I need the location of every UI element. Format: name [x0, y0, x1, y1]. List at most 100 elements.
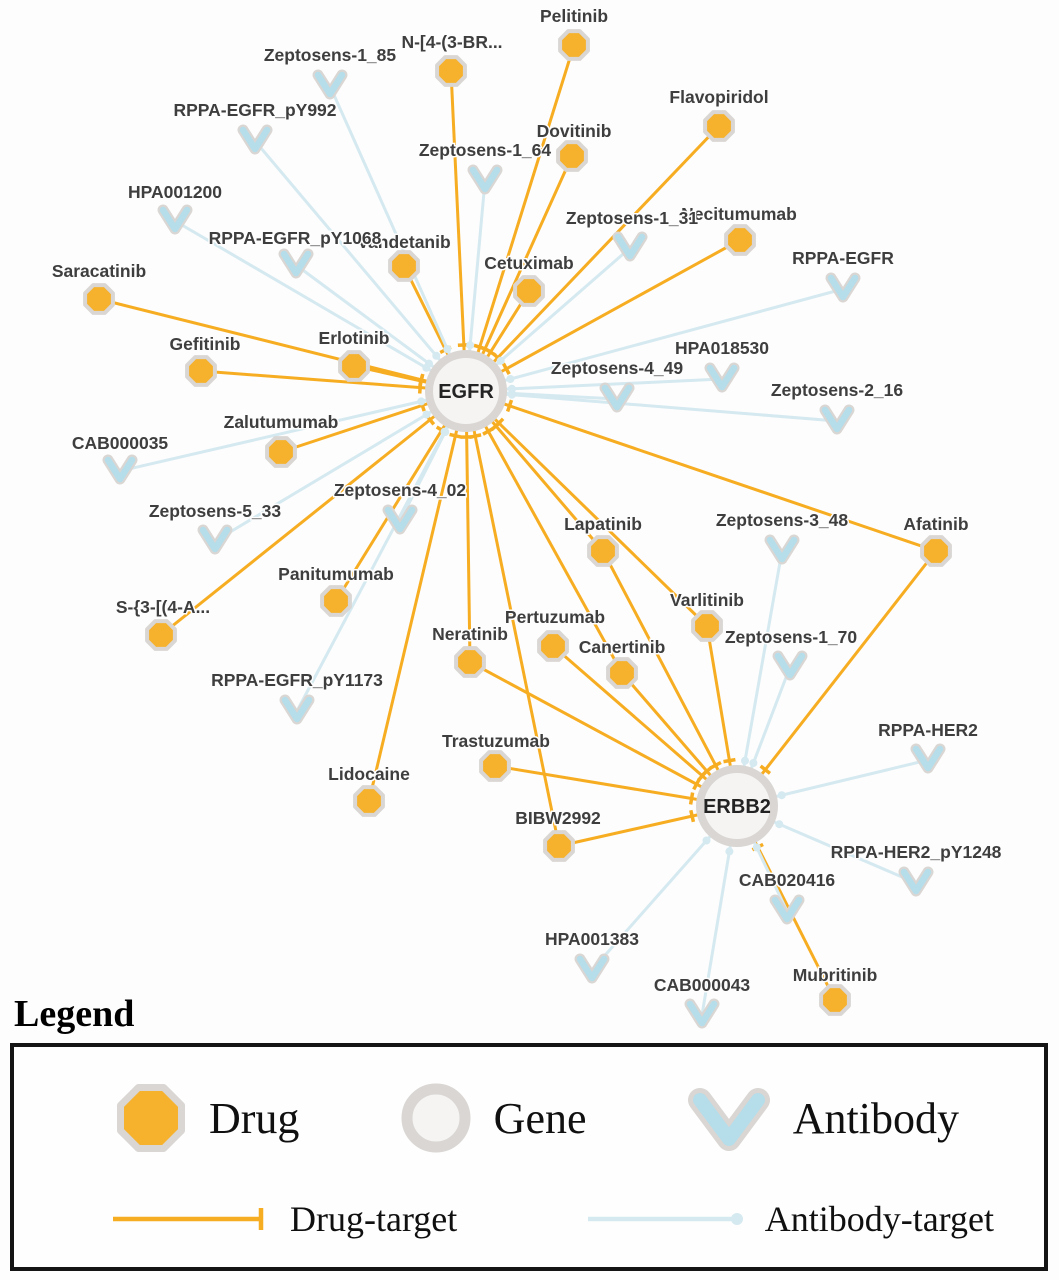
inhibition-tee [697, 770, 708, 782]
antibody-edge-dot [443, 345, 452, 353]
antibody-edge-dot [432, 351, 441, 360]
drug-node-BIBW2992[interactable] [543, 830, 575, 862]
drug-node-Dovitinib[interactable] [556, 140, 588, 172]
antibody-node-HPA001383[interactable] [574, 953, 610, 984]
legend-box: Drug Gene Antibody [10, 1043, 1048, 1271]
drug-node-label-Lapatinib: Lapatinib [564, 514, 642, 534]
antibody-node-CAB000035[interactable] [102, 454, 138, 485]
drug-node-Cetuximab[interactable] [513, 275, 545, 307]
antibody-node-HPA001200[interactable] [157, 204, 193, 235]
antibody-node-Zeptosens-2_16[interactable] [819, 404, 855, 435]
inhibition-tee [709, 760, 722, 770]
antibody-chevron [706, 364, 738, 391]
antibody-edge-dot [440, 427, 449, 436]
antibody-node-label-RPPA-HER2_pY1248: RPPA-HER2_pY1248 [831, 842, 1002, 862]
legend-drug-label: Drug [209, 1093, 300, 1143]
antibody-chevron [601, 384, 633, 411]
drug-node-Varlitinib[interactable] [691, 610, 723, 642]
legend-title: Legend [14, 993, 135, 1035]
drug-node-Pertuzumab[interactable] [537, 630, 569, 662]
drug-node-label-Pelitinib: Pelitinib [540, 6, 608, 26]
antibody-node-RPPA-HER2_pY1248[interactable] [898, 866, 934, 897]
antibody-target-line-icon [587, 1213, 743, 1225]
drug-node-Canertinib[interactable] [606, 657, 638, 689]
antibody-edge-dot [496, 356, 505, 365]
antibody-node-RPPA-EGFR_pY992[interactable] [237, 124, 273, 155]
inhibition-tee [418, 374, 425, 388]
antibody-node-label-HPA018530: HPA018530 [675, 338, 769, 358]
legend-node-row: Drug Gene Antibody [14, 1047, 1044, 1179]
antibody-node-RPPA-EGFR_pY1068[interactable] [278, 248, 314, 279]
antibody-edge-dot [466, 341, 475, 350]
drug-node-label-Saracatinib: Saracatinib [52, 261, 146, 281]
drug-node-label-NBR: N-[4-(3-BR... [401, 32, 502, 52]
drug-target-edge-EGFR-S3A [160, 389, 467, 637]
gene-node-ERBB2[interactable] [696, 765, 778, 847]
drug-node-Lapatinib[interactable] [587, 535, 619, 567]
drug-node-Flavopiridol[interactable] [703, 110, 735, 142]
drug-node-NBR[interactable] [435, 55, 467, 87]
antibody-edge-dot [417, 397, 426, 406]
drug-node-Afatinib[interactable] [920, 535, 952, 567]
drug-node-label-Canertinib: Canertinib [579, 637, 666, 657]
antibody-node-Zeptosens-1_31[interactable] [612, 231, 648, 262]
drug-target-edge-EGFR-Afatinib [465, 389, 937, 553]
legend-antibody-label: Antibody [792, 1093, 959, 1143]
antibody-node-Zeptosens-4_02[interactable] [382, 504, 418, 535]
antibody-edge-dot [741, 756, 749, 765]
drug-node-Saracatinib[interactable] [83, 283, 115, 315]
drug-target-edge-EGFR-Lidocaine [367, 390, 468, 802]
inhibition-tee [688, 792, 695, 805]
drug-node-label-Lidocaine: Lidocaine [328, 764, 410, 784]
antibody-node-Zeptosens-1_85[interactable] [312, 69, 348, 100]
legend-gene-label: Gene [493, 1093, 587, 1143]
drug-node-Pelitinib[interactable] [558, 29, 590, 61]
antibody-chevron [239, 126, 271, 153]
drug-node-Neratinib[interactable] [454, 646, 486, 678]
drug-target-edge-EGFR-Necitumumab [465, 238, 741, 393]
antibody-node-label-RPPA-EGFR_pY1068: RPPA-EGFR_pY1068 [209, 228, 382, 248]
antibody-node-Zeptosens-5_33[interactable] [197, 524, 233, 555]
drug-node-S3A[interactable] [145, 619, 177, 651]
antibody-edge-dot [507, 390, 516, 399]
antibody-node-RPPA-EGFR_pY1173[interactable] [279, 694, 315, 725]
drug-target-edge-EGFR-Dovitinib [464, 155, 574, 392]
drug-node-Necitumumab[interactable] [724, 224, 756, 256]
antibody-node-RPPA-HER2[interactable] [910, 743, 946, 774]
antibody-node-HPA018530[interactable] [704, 362, 740, 393]
inhibition-tee [482, 426, 495, 436]
antibody-node-label-Zeptosens-5_33: Zeptosens-5_33 [149, 501, 282, 521]
antibody-node-RPPA-EGFR[interactable] [825, 272, 861, 303]
antibody-node-CAB020416[interactable] [769, 894, 805, 925]
antibody-chevron [469, 166, 501, 193]
antibody-node-Zeptosens-4_49[interactable] [599, 382, 635, 413]
drug-node-Gefitinib[interactable] [185, 355, 217, 387]
drug-node-Lidocaine[interactable] [353, 785, 385, 817]
legend-item-antibody: Antibody [681, 1076, 959, 1160]
antibody-chevron [771, 896, 803, 923]
drug-target-edge-EGFR-BIBW2992 [464, 390, 561, 847]
drug-node-Erlotinib[interactable] [338, 350, 370, 382]
antibody-node-CAB000043[interactable] [684, 998, 720, 1029]
legend-item-gene: Gene [394, 1076, 587, 1160]
drug-node-label-Neratinib: Neratinib [432, 624, 508, 644]
drug-node-Vandetanib[interactable] [388, 250, 420, 282]
gene-node-EGFR[interactable] [425, 350, 507, 432]
antibody-node-Zeptosens-1_70[interactable] [772, 650, 808, 681]
drug-node-Mubritinib[interactable] [819, 984, 851, 1016]
drug-node-Panitumumab[interactable] [320, 585, 352, 617]
antibody-node-label-Zeptosens-1_70: Zeptosens-1_70 [725, 627, 858, 647]
antibody-node-Zeptosens-1_64[interactable] [467, 164, 503, 195]
antibody-node-label-Zeptosens-1_85: Zeptosens-1_85 [264, 45, 397, 65]
drug-node-label-S3A: S-{3-[(4-A... [116, 597, 210, 617]
drug-node-Trastuzumab[interactable] [479, 750, 511, 782]
gene-node-label-EGFR: EGFR [438, 381, 494, 403]
labels-layer: PelitinibN-[4-(3-BR...FlavopiridolDoviti… [50, 5, 1003, 997]
drug-node-label-Zalutumumab: Zalutumumab [224, 412, 339, 432]
drug-icon [117, 1084, 185, 1152]
antibody-node-Zeptosens-3_48[interactable] [764, 534, 800, 565]
drug-node-Zalutumumab[interactable] [265, 436, 297, 468]
drug-node-label-Afatinib: Afatinib [903, 514, 968, 534]
drug-target-edge-EGFR-Saracatinib [98, 297, 467, 393]
